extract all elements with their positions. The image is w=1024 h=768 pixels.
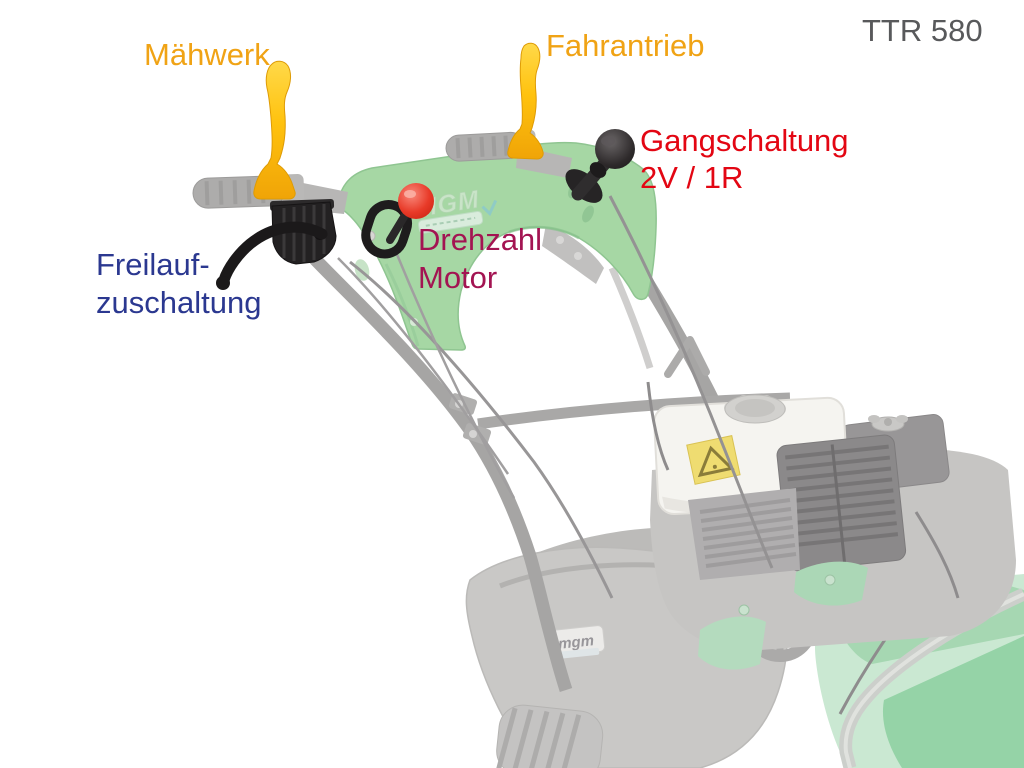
- warning-sticker: [686, 435, 741, 485]
- freilauf-lever: [216, 221, 328, 290]
- label-gangschaltung: Gangschaltung 2V / 1R: [640, 122, 849, 196]
- cover-badge: mgm: [546, 625, 606, 660]
- throttle-control: [361, 183, 434, 259]
- engine-cable: [646, 381, 670, 471]
- gear-knob-black: [595, 129, 635, 169]
- engine: [646, 381, 1016, 670]
- label-gangschaltung-line2: 2V / 1R: [640, 160, 744, 195]
- label-fahrantrieb: Fahrantrieb: [546, 28, 705, 63]
- model-title: TTR 580: [862, 13, 983, 48]
- wing-nut: [868, 415, 908, 432]
- maehwerk-lever: [253, 60, 296, 200]
- fahrantrieb-lever: [507, 42, 544, 160]
- engine-mount-green: [698, 616, 766, 670]
- gear-shift-lever: [565, 129, 635, 203]
- cylinder-shroud: [776, 434, 907, 572]
- throttle-knob-red: [398, 183, 434, 219]
- machine-body-faded: mgm: [307, 198, 1024, 768]
- label-freilauf: Freilauf- zuschaltung: [96, 246, 261, 322]
- svg-text:mgm: mgm: [557, 632, 594, 653]
- cooling-fins: [688, 488, 800, 580]
- label-freilauf-line1: Freilauf-: [96, 247, 210, 282]
- label-drehzahl-line1: Drehzahl: [418, 222, 543, 257]
- label-freilauf-line2: zuschaltung: [96, 285, 262, 320]
- engine-cable-2: [914, 511, 960, 599]
- wheel: [496, 704, 604, 768]
- label-gangschaltung-line1: Gangschaltung: [640, 123, 849, 158]
- label-maehwerk: Mähwerk: [144, 37, 270, 72]
- fuel-cap: [724, 394, 786, 424]
- label-drehzahl-line2: Motor: [418, 260, 498, 295]
- control-cables: [337, 195, 774, 599]
- label-drehzahl-motor: Drehzahl Motor: [418, 221, 542, 297]
